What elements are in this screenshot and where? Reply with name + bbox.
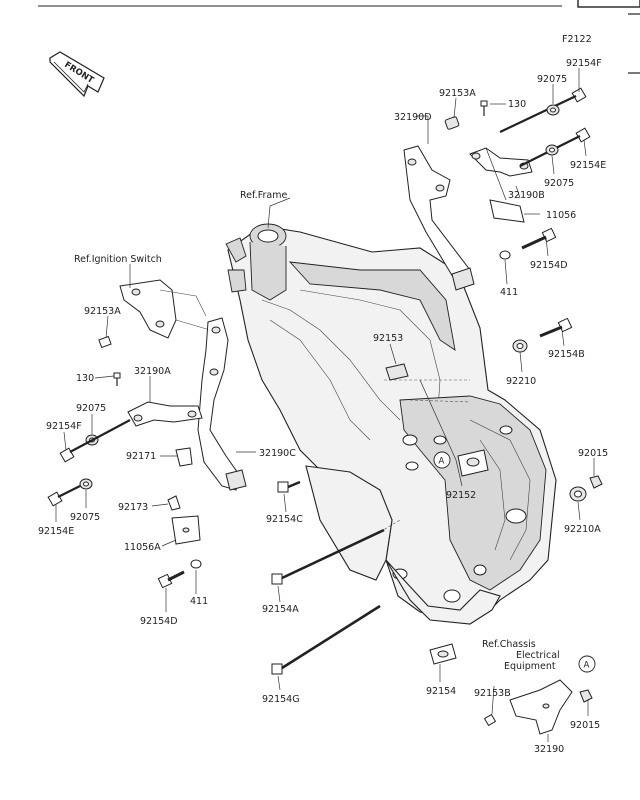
bolt-92154A [271, 528, 385, 585]
bolt-92154C [277, 480, 301, 493]
label-92152: 92152 [446, 490, 476, 501]
bolt-92154E-left [47, 485, 81, 507]
screw-130-top [480, 100, 488, 116]
clip-92171 [175, 447, 193, 467]
ref-frame-label: Ref.Frame [240, 190, 287, 201]
label-92153: 92153 [373, 333, 403, 344]
figure-code: F2122 [562, 34, 592, 45]
label-92075-left: 92075 [76, 403, 106, 414]
label-92075-left2: 92075 [70, 512, 100, 523]
collar-92153A-top [444, 116, 460, 130]
label-92154D-left: 92154D [140, 616, 178, 627]
bolt-92154F-top [499, 87, 587, 133]
bracket-32190A [127, 401, 203, 427]
collar-92153 [385, 363, 409, 381]
label-92153A-top: 92153A [439, 88, 476, 99]
ref-chassis-label: Ref.Chassis [482, 639, 536, 650]
label-130-top: 130 [508, 99, 526, 110]
label-92075-top: 92075 [537, 74, 567, 85]
bracket-32190B [469, 147, 533, 223]
washer-92075-top [546, 104, 560, 116]
bolt-92154D-top [521, 227, 557, 250]
label-92154A: 92154A [262, 604, 299, 615]
part-labels: 92154F 92075 92153A 130 32190D 92154E 92… [38, 58, 608, 755]
ref-electrical-label: Electrical [516, 650, 560, 661]
label-92154F-top: 92154F [566, 58, 602, 69]
plate-11056A [171, 515, 201, 545]
bolt-92154D-left [157, 570, 185, 589]
label-32190: 32190 [534, 744, 564, 755]
bracket-32190 [509, 679, 573, 735]
label-32190B: 32190B [508, 190, 545, 201]
svg-text:A: A [439, 457, 445, 467]
label-92210: 92210 [506, 376, 536, 387]
bolt-92154G [271, 604, 381, 675]
label-92015-right: 92015 [578, 448, 608, 459]
leader-lines [55, 68, 595, 742]
label-92210A: 92210A [564, 524, 601, 535]
label-92154E-top: 92154E [570, 160, 606, 171]
callout-a-chassis: A [578, 655, 596, 673]
callout-a-frame: A [433, 451, 451, 469]
clip-92173 [167, 495, 181, 511]
label-32190D: 32190D [394, 112, 432, 123]
bolt-92153B [483, 713, 497, 727]
label-411-left: 411 [190, 596, 208, 607]
label-92075-top2: 92075 [544, 178, 574, 189]
label-411-top: 411 [500, 287, 518, 298]
nut-92015-right [589, 475, 603, 489]
label-11056A: 11056A [124, 542, 161, 553]
washer-411-left [190, 559, 202, 569]
bracket-32190D [403, 145, 475, 291]
label-32190C: 32190C [259, 448, 296, 459]
front-arrow-icon: FRONT [49, 51, 105, 98]
washer-92075-top2 [545, 144, 559, 156]
svg-text:A: A [584, 661, 590, 671]
nut-92210 [512, 339, 528, 353]
collar-92152 [457, 449, 489, 477]
label-92153B: 92153B [474, 688, 511, 699]
nut-92015-bottom [579, 689, 593, 703]
label-92154F-left: 92154F [46, 421, 82, 432]
label-92154B: 92154B [548, 349, 585, 360]
label-92154C: 92154C [266, 514, 303, 525]
label-32190A: 32190A [134, 366, 171, 377]
nut-92210A [569, 486, 587, 502]
bolt-92154F-left [59, 419, 131, 463]
label-130-left: 130 [76, 373, 94, 384]
ref-ignition-label: Ref.Ignition Switch [74, 254, 162, 265]
label-92154G: 92154G [262, 694, 300, 705]
ignition-bracket [98, 279, 177, 349]
washer-92075-left2 [79, 478, 93, 490]
label-92173: 92173 [118, 502, 148, 513]
washer-411-top [499, 250, 511, 260]
label-92153A-left: 92153A [84, 306, 121, 317]
label-92171: 92171 [126, 451, 156, 462]
bracket-32190C [197, 317, 247, 491]
ref-equipment-label: Equipment [504, 661, 556, 672]
label-11056: 11056 [546, 210, 576, 221]
screw-130-left [113, 372, 121, 386]
label-92154: 92154 [426, 686, 456, 697]
label-92154D-top: 92154D [530, 260, 568, 271]
label-92154E-left: 92154E [38, 526, 74, 537]
collar-92154 [429, 643, 457, 665]
label-92015-bottom: 92015 [570, 720, 600, 731]
main-frame [225, 223, 557, 625]
bolt-92154B [539, 317, 573, 338]
